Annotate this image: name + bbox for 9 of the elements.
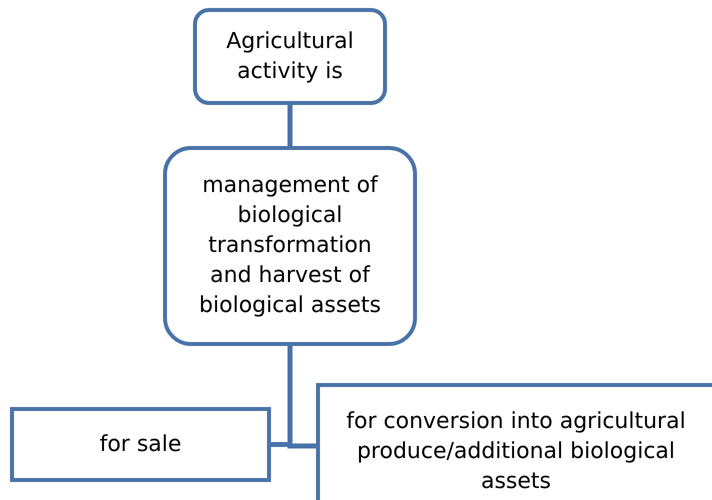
box-text: Agricultural activity is <box>225 28 355 86</box>
text-box <box>163 146 417 346</box>
box-text: for sale <box>98 430 182 458</box>
box-text: management of biological transformation and harvest of biological assets <box>198 172 382 320</box>
text-box <box>10 407 271 482</box>
text-box <box>316 383 712 500</box>
text-box <box>193 8 387 105</box>
connector-line <box>288 105 292 146</box>
box-text: for conversion into agricultural produce/additional biological assets <box>345 408 687 496</box>
